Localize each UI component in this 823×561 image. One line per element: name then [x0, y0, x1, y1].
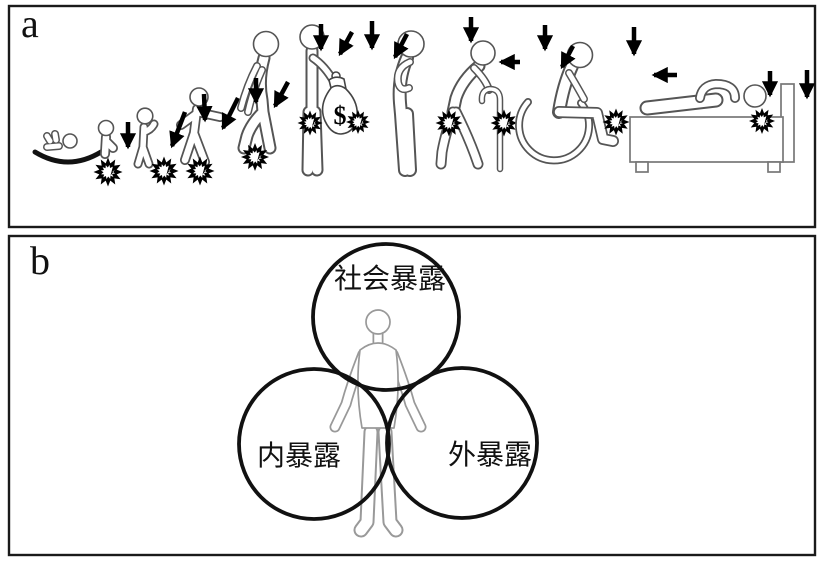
social-exposure-circle — [311, 242, 461, 392]
body-head — [365, 309, 391, 335]
social-exposure-label: 社会暴露 — [334, 263, 446, 295]
child-arm-raised-figure — [133, 107, 159, 169]
internal-exposure-label: 内暴露 — [257, 440, 341, 472]
diagonal-arrow-icon — [220, 96, 241, 131]
child-head — [136, 107, 154, 125]
panel-a: a — [7, 1, 817, 229]
dollar-sign: $ — [334, 101, 347, 130]
starburst-icon — [93, 157, 123, 187]
parent-bending-figure — [237, 30, 280, 171]
diagonal-arrow-icon — [338, 30, 354, 57]
diagonal-arrow-icon — [273, 80, 290, 109]
panel-a-label: a — [21, 1, 39, 46]
bed-person-head — [743, 84, 767, 108]
diagonal-arrow-icon — [560, 44, 576, 70]
parent-head — [252, 30, 280, 58]
elderly-with-cane-figure — [435, 40, 518, 173]
adult-hunched-figure — [392, 30, 425, 177]
external-exposure-circle — [385, 366, 539, 520]
panel-a-border — [7, 4, 817, 229]
diagonal-arrow-icon — [393, 32, 409, 60]
person-in-bed-figure — [629, 79, 795, 173]
panel-b-label: b — [30, 238, 50, 283]
panel-b: b 社会暴露 内暴露 外暴露 — [7, 234, 817, 557]
person-in-wheelchair-figure — [515, 41, 630, 165]
cane-icon — [478, 85, 504, 173]
infant-head — [62, 133, 78, 149]
down-arrow-icon — [196, 93, 213, 123]
infant-on-rocker-figure — [32, 130, 104, 165]
toddler-figure — [93, 119, 123, 187]
external-exposure-label: 外暴露 — [448, 439, 532, 471]
wheelchair-wheel-icon — [515, 98, 594, 165]
rocker-icon — [32, 149, 104, 165]
starburst-icon — [149, 156, 179, 186]
starburst-icon — [490, 109, 518, 137]
panel-b-border — [7, 234, 817, 557]
internal-exposure-circle — [237, 367, 391, 521]
walking-child-figure — [149, 87, 225, 186]
toddler-head — [97, 119, 115, 137]
diagonal-arrow-icon — [169, 111, 188, 149]
elderly-head — [470, 40, 496, 66]
adult-with-money-bag-figure: $ — [297, 24, 370, 177]
